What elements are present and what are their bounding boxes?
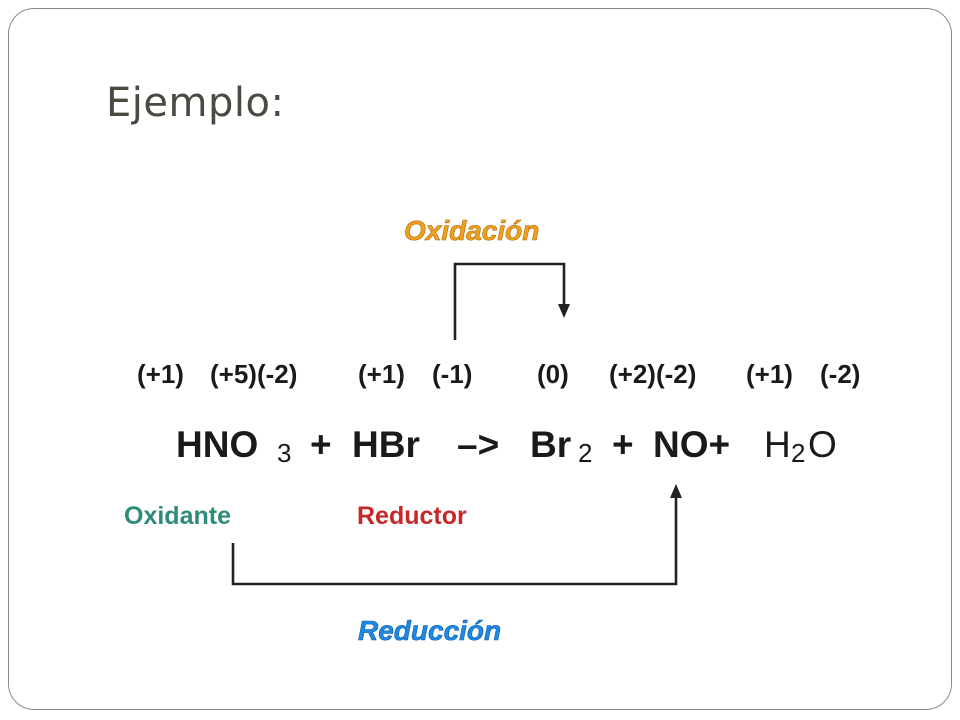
reduction-arrowhead bbox=[670, 484, 682, 498]
reduction-label: Reducción bbox=[358, 615, 501, 646]
subscript-h2o: 2 bbox=[791, 438, 805, 468]
slide-frame bbox=[8, 8, 952, 710]
subscript-hno3: 3 bbox=[277, 438, 291, 468]
oxidation-arrow bbox=[453, 262, 566, 340]
ox-number-h-hno3: (+1) bbox=[137, 359, 184, 389]
oxidation-label: Oxidación bbox=[404, 215, 539, 246]
ox-number-h-h2o: (+1) bbox=[746, 359, 793, 389]
ox-number-n-o-hno3: (+5)(-2) bbox=[210, 359, 297, 389]
ox-number-o-h2o: (-2) bbox=[820, 359, 860, 389]
ox-number-n-o-no: (+2)(-2) bbox=[609, 359, 696, 389]
ox-number-br-hbr: (-1) bbox=[432, 359, 472, 389]
reducing-agent-label: Reductor bbox=[357, 502, 467, 530]
plus-sign-2: + bbox=[612, 424, 634, 465]
slide-title: Ejemplo: bbox=[106, 80, 285, 126]
ox-number-h-hbr: (+1) bbox=[358, 359, 405, 389]
chemical-equation: HNO 3 + HBr –> Br 2 + NO+ H 2 O bbox=[176, 424, 837, 468]
reduction-arrow bbox=[231, 496, 678, 586]
formula-no: NO+ bbox=[653, 424, 730, 465]
oxidation-arrowhead bbox=[558, 304, 570, 318]
plus-sign-1: + bbox=[310, 424, 332, 465]
ox-number-br2: (0) bbox=[537, 359, 569, 389]
formula-h2o-o: O bbox=[808, 424, 837, 465]
formula-h2o-h: H bbox=[764, 424, 791, 465]
formula-hno3: HNO bbox=[176, 424, 258, 465]
formula-br2: Br bbox=[530, 424, 571, 465]
formula-hbr: HBr bbox=[352, 424, 420, 465]
reaction-arrow: –> bbox=[457, 424, 499, 465]
oxidizing-agent-label: Oxidante bbox=[124, 502, 231, 530]
subscript-br2: 2 bbox=[578, 438, 592, 468]
